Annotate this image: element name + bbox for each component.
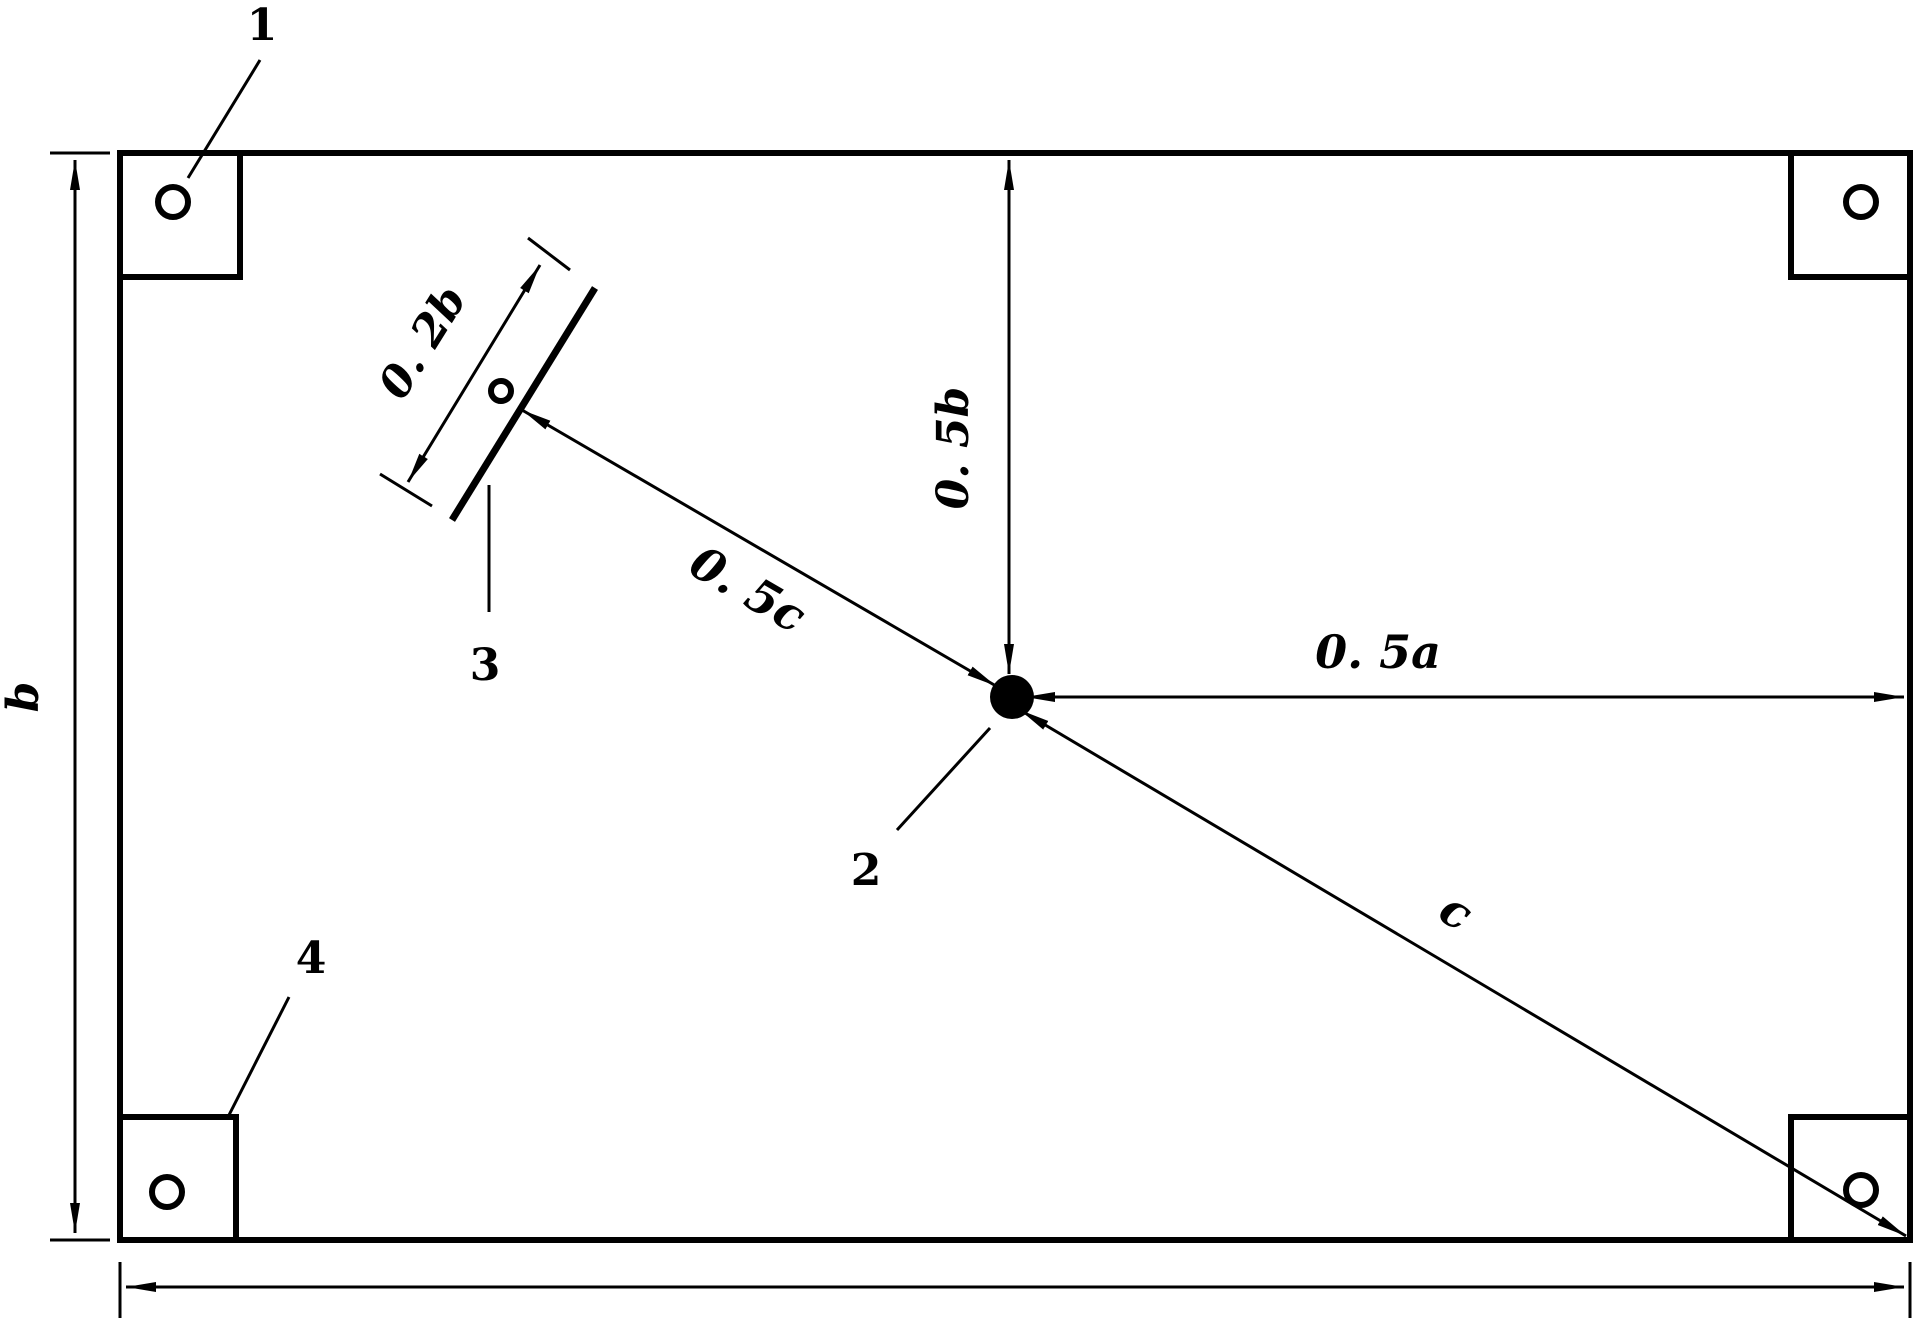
- sensor-bar: [449, 286, 598, 522]
- dimension-a-bottom: [118, 1262, 1912, 1318]
- sensor-hole-icon: [488, 378, 514, 404]
- corner-hole-icon: [155, 184, 191, 220]
- label-height-b: b: [0, 682, 49, 713]
- callout-4: 4: [296, 933, 327, 984]
- dimension-fifth-height: [379, 236, 571, 508]
- dimension-half-diagonal: [521, 408, 997, 688]
- callout-3: 3: [470, 640, 501, 691]
- callout-1: 1: [247, 0, 278, 51]
- center-point: [990, 675, 1034, 719]
- corner-hole-icon: [1843, 1172, 1879, 1208]
- leader-line-4: [226, 996, 291, 1118]
- corner-hole-icon: [149, 1174, 185, 1210]
- corner-square-top-right: [1788, 153, 1910, 280]
- label-fifth-height: 0. 2b: [369, 277, 477, 408]
- label-half-height: 0. 5b: [928, 387, 979, 510]
- corner-square-top-left: [120, 153, 243, 280]
- dimension-b-left: [50, 151, 110, 1242]
- callout-2: 2: [851, 845, 882, 896]
- corner-square-bottom-left: [120, 1114, 239, 1240]
- corner-hole-icon: [1843, 184, 1879, 220]
- leader-line-1: [186, 59, 262, 179]
- label-half-width: 0. 5a: [1315, 625, 1441, 679]
- dimension-diagonal: [1019, 708, 1907, 1238]
- outer-frame: [117, 150, 1913, 1243]
- label-half-diagonal: 0. 5c: [681, 535, 815, 644]
- label-diagonal: c: [1430, 881, 1482, 942]
- leader-line-2: [895, 726, 992, 832]
